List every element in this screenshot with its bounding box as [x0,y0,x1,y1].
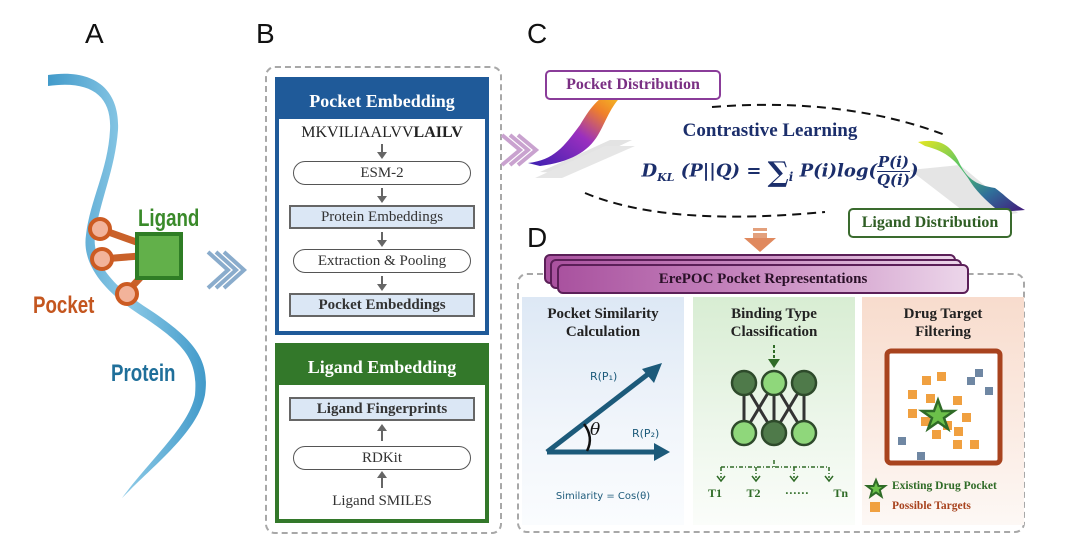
vector-p1-label: R(P₁) [590,370,618,383]
panel-label-b: B [256,18,275,49]
protein-label: Protein [111,360,176,387]
pocket-embeddings-step: Pocket Embeddings [289,293,475,317]
protein-embeddings-step: Protein Embeddings [289,205,475,229]
erepoc-representations-banner: ErePOC Pocket Representations [557,264,969,294]
pocket-residue-icon [88,217,139,306]
panel-label-c: C [527,18,548,49]
protein-sequence: MKVILIAALVVLAILV [301,124,463,141]
output-tn: Tn [833,486,848,500]
pocket-distribution-surface-icon [528,88,632,166]
arrow-down-icon [377,232,387,247]
ligand-label: Ligand [138,205,200,232]
similarity-formula: Similarity = Cos(θ) [555,491,651,502]
chevron-arrow-icon [500,133,540,167]
network-node [730,369,758,397]
output-t2: T2 [746,486,761,500]
kl-divergence-formula: DKL (P||Q) = ∑i P(i)log(P(i)Q(i)) [641,153,919,189]
panel-label-a: A [85,18,104,49]
arrow-down-icon [744,238,776,252]
arrow-down-icon [377,276,387,291]
ligand-smiles-step: Ligand SMILES [332,493,432,509]
embedding-module-container [265,66,502,534]
network-node [730,419,758,447]
pocket-embedding-box: Pocket Embedding MKVILIAALVVLAILV ESM-2 … [275,77,489,335]
pocket-embedding-title: Pocket Embedding [279,81,485,119]
output-t1: T1 [708,486,723,500]
upper-dashed-arc [711,103,946,136]
legend-square-icon [870,502,880,512]
extraction-pooling-step: Extraction & Pooling [293,249,471,273]
chevron-arrow-icon [206,250,247,290]
vector-p2-label: R(P₂) [632,427,660,440]
esm2-step: ESM-2 [293,161,471,185]
legend-star-icon [864,477,888,499]
network-node [760,369,788,397]
rdkit-step: RDKit [293,446,471,470]
arrow-up-icon [377,471,387,488]
other-pocket-markers [898,369,993,460]
contrastive-learning-illustration [500,88,1025,252]
ligand-embedding-box: Ligand Embedding Ligand Fingerprints RDK… [275,343,489,523]
arrow-down-icon [377,188,387,203]
protein-pocket-ligand-illustration [48,73,247,499]
ligand-distribution-plane [910,165,1018,220]
arrow-down-icon [377,144,387,159]
panel-label-d: D [527,222,548,253]
legend-possible-targets: Possible Targets [892,500,971,512]
vector-arrowhead-icon [642,363,662,383]
legend-existing-drug-pocket: Existing Drug Pocket [892,480,997,492]
existing-drug-star-icon [918,396,958,433]
pocket-distribution-label: Pocket Distribution [545,70,721,100]
binding-type-outputs: T1 T2 ······ Tn [708,486,848,501]
ligand-distribution-surface-icon [918,140,1025,212]
network-node [760,419,788,447]
angle-arc-icon [582,423,592,452]
arrow-down-icon [768,359,780,368]
vector-arrowhead-icon [654,443,670,461]
network-node [790,419,818,447]
target-filtering-plot [864,348,1003,512]
neural-network-diagram [716,345,834,483]
network-node [790,369,818,397]
ligand-square-icon [135,232,183,280]
ligand-distribution-label: Ligand Distribution [848,208,1012,238]
ligand-fingerprints-step: Ligand Fingerprints [289,397,475,421]
theta-label: θ [590,420,601,440]
arrow-up-icon [377,424,387,441]
pocket-label: Pocket [33,292,95,319]
lower-dashed-arc [584,192,826,218]
output-ellipsis: ······ [784,486,809,500]
ligand-embedding-title: Ligand Embedding [279,347,485,385]
contrastive-learning-title: Contrastive Learning [682,120,858,141]
cosine-vectors-diagram [545,363,670,461]
